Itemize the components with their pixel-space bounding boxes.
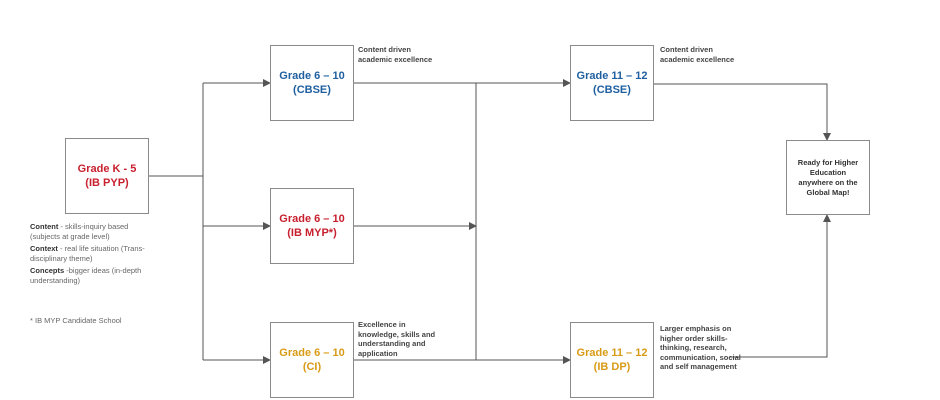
box-ibdp-11-12-grade: Grade 11 – 12 [576, 347, 648, 359]
box-ibmyp-6-10-program: (IB MYP*) [287, 227, 337, 239]
note-cbse-6-10: Content driven academic excellence [358, 45, 433, 64]
box-grade-6-10-cbse: Grade 6 – 10 (CBSE) [270, 45, 354, 121]
box-ci-6-10-grade: Grade 6 – 10 [279, 347, 345, 359]
box-cbse-11-12-program: (CBSE) [593, 84, 631, 96]
box-ci-6-10-program: (CI) [302, 361, 322, 373]
box-grade-11-12-ibdp: Grade 11 – 12 (IB DP) [570, 322, 654, 398]
footnote-ib-myp: * IB MYP Candidate School [30, 316, 122, 325]
box-grade-6-10-ibmyp: Grade 6 – 10 (IB MYP*) [270, 188, 354, 264]
pyp-description: Content - skills-inquiry based (subjects… [30, 222, 160, 288]
box-cbse-6-10-grade: Grade 6 – 10 [279, 70, 345, 82]
content-label: Content [30, 222, 59, 231]
description-concepts: Concepts -bigger ideas (in-depth underst… [30, 266, 160, 285]
description-content: Content - skills-inquiry based (subjects… [30, 222, 160, 241]
arrow-cbse-11-12-to-ready [654, 83, 831, 141]
concepts-label: Concepts [30, 266, 65, 275]
box-grade-11-12-cbse: Grade 11 – 12 (CBSE) [570, 45, 654, 121]
concepts-text: -bigger ideas (in-depth understanding) [30, 266, 142, 285]
note-ibdp-11-12: Larger emphasis on higher order skills-t… [660, 324, 741, 371]
description-context: Context - real life situation (Trans-dis… [30, 244, 160, 263]
note-ci-6-10: Excellence in knowledge, skills and unde… [358, 320, 436, 358]
context-label: Context [30, 244, 58, 253]
box-ready-text: Ready for Higher Education anywhere on t… [797, 157, 859, 197]
box-grade-6-10-ci: Grade 6 – 10 (CI) [270, 322, 354, 398]
content-text: - skills-inquiry based (subjects at grad… [30, 222, 129, 241]
context-text: - real life situation (Trans-disciplinar… [30, 244, 145, 263]
box-ibmyp-6-10-grade: Grade 6 – 10 [279, 213, 345, 225]
box-ibdp-11-12-program: (IB DP) [593, 361, 631, 373]
box-cbse-6-10-program: (CBSE) [293, 84, 331, 96]
arrow-ibdp-11-12-to-ready [729, 214, 831, 358]
note-cbse-11-12: Content driven academic excellence [660, 45, 735, 64]
box-ready-higher-education: Ready for Higher Education anywhere on t… [786, 140, 870, 215]
box-grade-k5-program: (IB PYP) [85, 177, 129, 189]
box-cbse-11-12-grade: Grade 11 – 12 [576, 70, 648, 82]
box-grade-k5: Grade K - 5 (IB PYP) [65, 138, 149, 214]
box-grade-k5-grade: Grade K - 5 [77, 163, 137, 175]
